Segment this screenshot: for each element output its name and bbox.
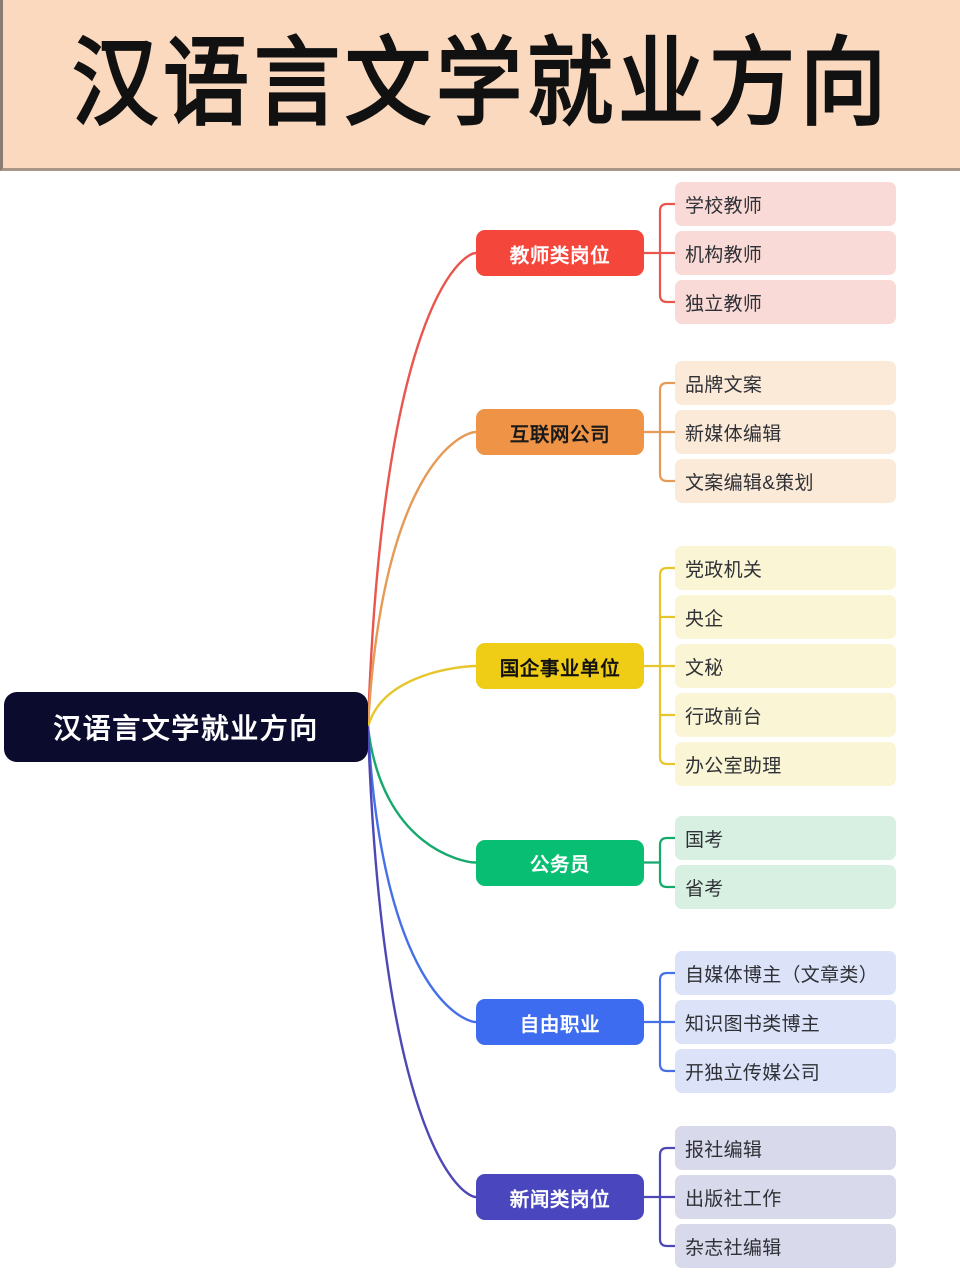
leaf-bracket-connector [658,971,677,1073]
leaf-node-label: 杂志社编辑 [685,1237,782,1259]
leaf-node-label: 学校教师 [685,195,763,217]
leaf-node[interactable]: 自媒体博主（文章类） [675,951,896,995]
branch-node-label: 新闻类岗位 [509,1188,611,1211]
leaf-node-label: 文案编辑&策划 [685,472,814,494]
leaf-node[interactable]: 杂志社编辑 [675,1224,896,1268]
root-branch-connector [366,725,478,1199]
leaf-node-label: 机构教师 [685,244,763,266]
branch-node[interactable]: 互联网公司 [476,409,644,455]
leaf-node-label: 省考 [685,878,724,900]
root-branch-connector [366,725,478,1024]
leaf-bracket-connector [658,1146,677,1248]
leaf-node-label: 独立教师 [685,293,763,315]
leaf-node[interactable]: 文秘 [675,644,896,688]
leaf-node[interactable]: 学校教师 [675,182,896,226]
leaf-node-label: 报社编辑 [685,1139,763,1161]
leaf-node[interactable]: 省考 [675,865,896,909]
leaf-node-label: 出版社工作 [685,1188,782,1210]
root-branch-connector [366,430,478,729]
leaf-node-label: 文秘 [685,657,724,679]
leaf-node[interactable]: 党政机关 [675,546,896,590]
root-node-label: 汉语言文学就业方向 [53,713,319,744]
branch-node-label: 互联网公司 [509,423,611,446]
branch-node[interactable]: 国企事业单位 [476,643,644,689]
mindmap-canvas: 汉语言文学就业方向 学校教师机构教师独立教师 教师类岗位品牌文案新媒体编辑文案编辑… [0,171,960,1280]
header-banner: 汉语言文学就业方向 [0,0,960,171]
leaf-node[interactable]: 开独立传媒公司 [675,1049,896,1093]
leaf-bracket-connector [658,836,677,889]
leaf-node[interactable]: 品牌文案 [675,361,896,405]
leaf-node-label: 新媒体编辑 [685,423,782,445]
branch-node-label: 国企事业单位 [499,657,621,680]
leaf-bracket-connector [658,566,677,766]
branch-node[interactable]: 公务员 [476,839,644,886]
leaf-node-label: 行政前台 [685,706,763,728]
branch-node-label: 公务员 [529,854,591,876]
leaf-node[interactable]: 央企 [675,595,896,639]
branch-node[interactable]: 自由职业 [476,999,644,1045]
leaf-node-label: 品牌文案 [685,374,763,396]
branch-node-label: 教师类岗位 [509,244,611,267]
leaf-node-label: 党政机关 [685,559,763,581]
branch-node[interactable]: 教师类岗位 [476,230,644,276]
leaf-node-label: 国考 [685,829,724,851]
root-branch-connector [366,725,478,864]
root-node[interactable]: 汉语言文学就业方向 [4,692,368,762]
leaf-bracket-connector [658,202,677,304]
leaf-node[interactable]: 行政前台 [675,693,896,737]
leaf-node-label: 知识图书类博主 [685,1013,821,1035]
leaf-node-label: 自媒体博主（文章类） [685,964,879,986]
leaf-node-label: 开独立传媒公司 [685,1062,821,1084]
leaf-bracket-connector [658,381,677,483]
leaf-node[interactable]: 报社编辑 [675,1126,896,1170]
page-title: 汉语言文学就业方向 [72,28,891,140]
leaf-node[interactable]: 机构教师 [675,231,896,275]
branch-node[interactable]: 新闻类岗位 [476,1174,644,1220]
leaf-node-label: 央企 [685,608,724,630]
branch-node-label: 自由职业 [519,1013,601,1036]
leaf-node[interactable]: 国考 [675,816,896,860]
leaf-node[interactable]: 新媒体编辑 [675,410,896,454]
leaf-node-label: 办公室助理 [685,755,782,777]
root-branch-connector [366,664,478,729]
leaf-node[interactable]: 独立教师 [675,280,896,324]
leaf-node[interactable]: 知识图书类博主 [675,1000,896,1044]
leaf-node[interactable]: 文案编辑&策划 [675,459,896,503]
leaf-node[interactable]: 办公室助理 [675,742,896,786]
root-branch-connector [366,251,478,729]
leaf-node[interactable]: 出版社工作 [675,1175,896,1219]
